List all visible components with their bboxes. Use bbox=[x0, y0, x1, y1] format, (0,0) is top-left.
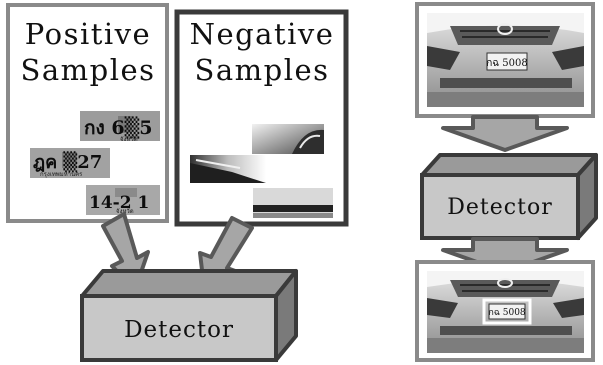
detection-bounding-box bbox=[482, 298, 532, 325]
positive-sample-plate-3: 14-2 1 จังหวัด bbox=[86, 185, 160, 215]
plate-2-text: ฎค ▒27 bbox=[33, 151, 102, 173]
detector-label-right: Detector bbox=[447, 195, 552, 220]
positive-title-line1: Positive bbox=[25, 17, 151, 51]
car-plate-text-output: กฉ 5008 bbox=[488, 308, 526, 318]
negative-sample-bumper bbox=[253, 188, 333, 218]
detector-box-right: Detector bbox=[420, 153, 598, 240]
car-logo-icon bbox=[497, 23, 513, 35]
negative-title-line2: Samples bbox=[194, 53, 329, 87]
detector-label-left: Detector bbox=[124, 317, 234, 343]
plate-1-text: กง 6▒5 bbox=[84, 116, 152, 139]
negative-sample-headlight-1 bbox=[252, 124, 324, 154]
arrow-input-to-detector bbox=[441, 115, 569, 152]
negative-title-line1: Negative bbox=[190, 17, 335, 51]
car-logo-icon-output bbox=[497, 278, 513, 288]
positive-samples-panel: Positive Samples กง 6▒5 จังหวัด ฎค ▒27 ก… bbox=[6, 3, 169, 223]
negative-samples-panel: Negative Samples bbox=[174, 9, 349, 227]
car-plate-text-input: กฉ 5008 bbox=[486, 58, 528, 69]
negative-sample-headlight-2 bbox=[190, 155, 266, 183]
detector-box-left: Detector bbox=[80, 269, 298, 362]
plate-2-subtext: กรุงเทพมหานคร bbox=[40, 171, 83, 178]
positive-sample-plate-1: กง 6▒5 จังหวัด bbox=[80, 111, 160, 143]
output-car-image: กฉ 5008 bbox=[415, 260, 595, 362]
positive-sample-plate-2: ฎค ▒27 กรุงเทพมหานคร bbox=[30, 148, 110, 178]
positive-title-line2: Samples bbox=[20, 53, 155, 87]
plate-1-subtext: จังหวัด bbox=[120, 136, 138, 143]
input-car-image: กฉ 5008 bbox=[415, 2, 595, 118]
plate-3-subtext: จังหวัด bbox=[116, 208, 134, 215]
plate-3-text: 14-2 1 bbox=[89, 193, 149, 213]
